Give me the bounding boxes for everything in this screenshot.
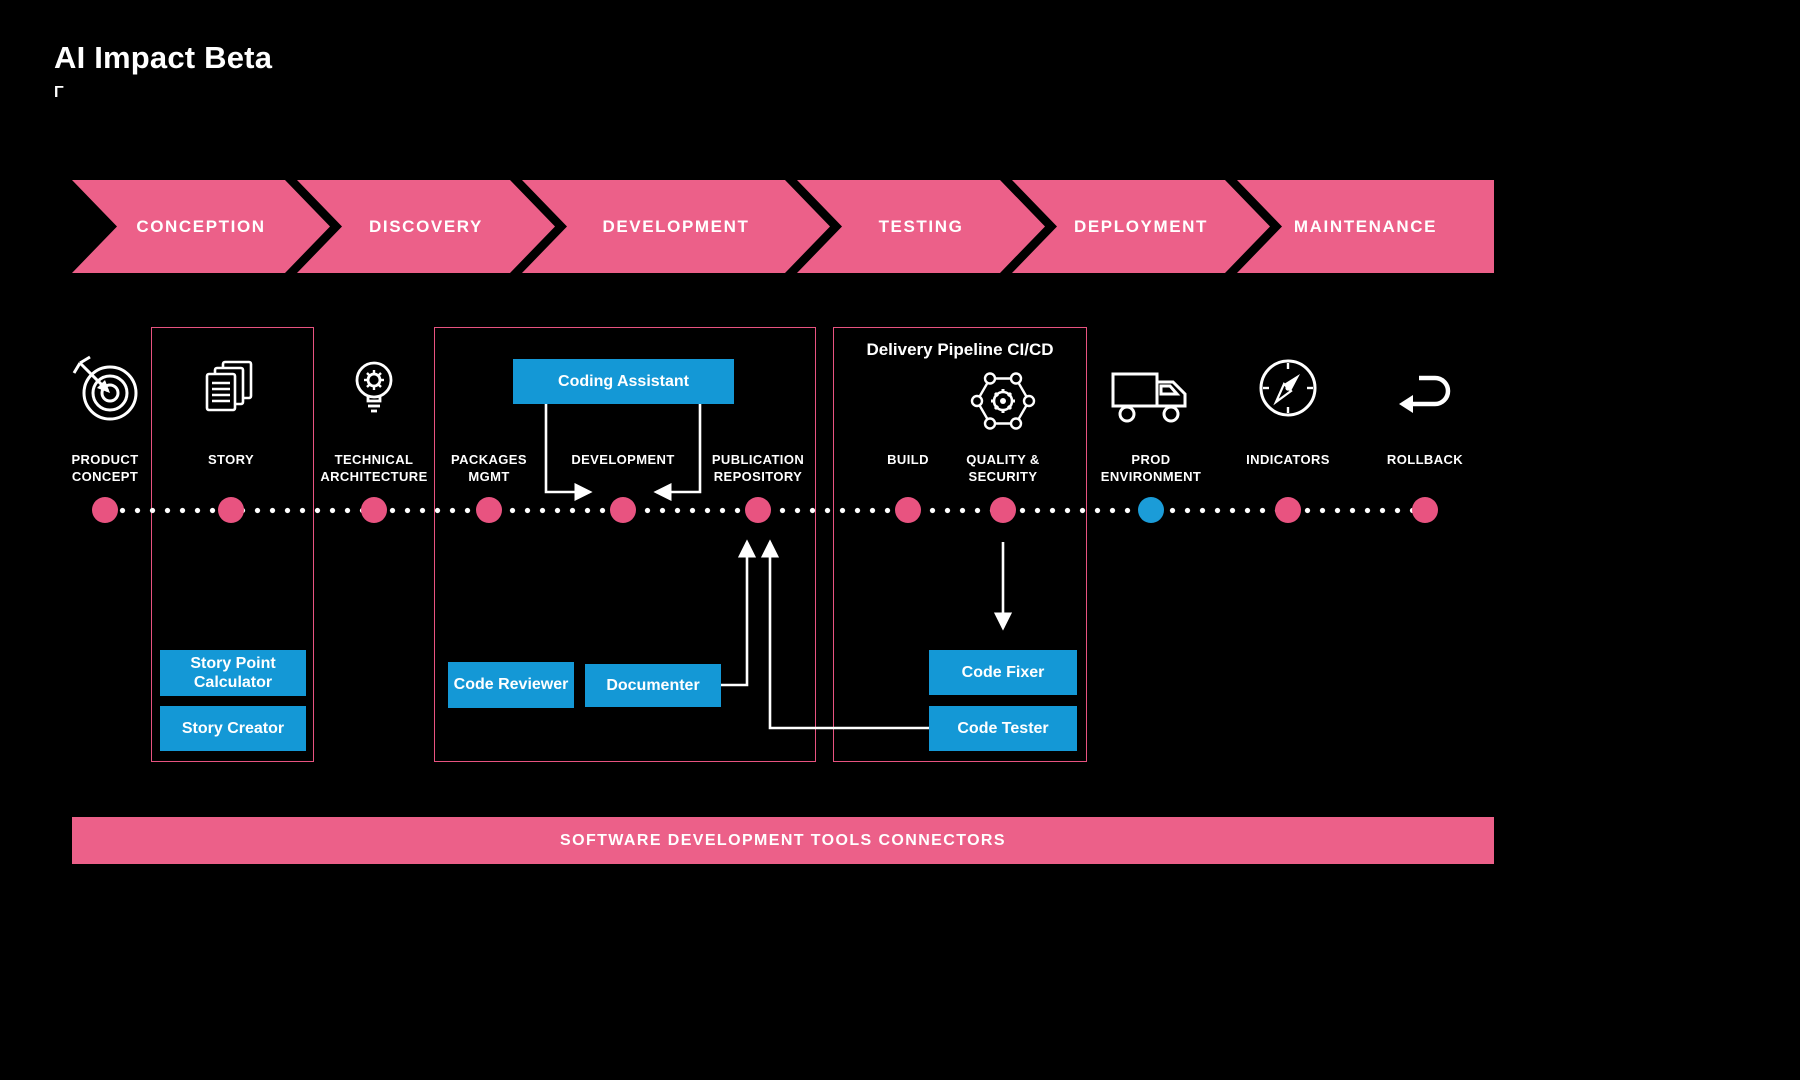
timeline-dot-publication-repository [745, 497, 771, 523]
timeline-dot-prod-environment [1138, 497, 1164, 523]
stage-label-story: STORY [207, 452, 255, 467]
phase-label: DISCOVERY [369, 216, 483, 236]
phase-conception: CONCEPTION [72, 180, 330, 273]
timeline-dot-story [218, 497, 244, 523]
cicd-pipeline-title: Delivery Pipeline CI/CD [866, 340, 1054, 359]
phase-development: DEVELOPMENT [522, 180, 830, 273]
stage-label-build: BUILD [887, 452, 929, 467]
phase-discovery: DISCOVERY [297, 180, 555, 273]
documents-icon [205, 360, 253, 412]
stage-label-packages-mgmt: PACKAGES MGMT [451, 452, 527, 484]
stage-label-development: DEVELOPMENT [571, 452, 675, 467]
tool-story-creator: Story Creator [160, 706, 306, 751]
cicd-pipeline-group-box: Delivery Pipeline CI/CD [833, 327, 1087, 762]
timeline-dot-build [895, 497, 921, 523]
target-icon [72, 355, 138, 421]
stage-label-indicators: INDICATORS [1246, 452, 1330, 467]
timeline-dot-quality-security [990, 497, 1016, 523]
title-glyph: Γ [54, 84, 64, 101]
timeline-dot-product-concept [92, 497, 118, 523]
stage-label-prod-environment: PROD ENVIRONMENT [1100, 452, 1202, 484]
rollback-icon [1399, 375, 1451, 413]
stage-label-rollback: ROLLBACK [1386, 452, 1464, 467]
tool-code-fixer: Code Fixer [929, 650, 1077, 695]
bulb-gear-icon [355, 361, 393, 413]
stage-label-publication-repository: PUBLICATION REPOSITORY [711, 452, 805, 484]
phase-label: DEPLOYMENT [1073, 216, 1209, 236]
hexagon-gear-icon [970, 372, 1036, 430]
timeline-dot-rollback [1412, 497, 1438, 523]
phase-testing: TESTING [797, 180, 1045, 273]
tool-code-reviewer: Code Reviewer [448, 662, 574, 708]
phase-label: CONCEPTION [136, 216, 266, 236]
phase-maintenance: MAINTENANCE [1237, 180, 1494, 273]
truck-icon [1111, 372, 1187, 423]
footer-banner: SOFTWARE DEVELOPMENT TOOLS CONNECTORS [72, 817, 1494, 864]
timeline-dot-development [610, 497, 636, 523]
stage-label-product-concept: PRODUCT CONCEPT [71, 452, 139, 484]
tool-code-tester: Code Tester [929, 706, 1077, 751]
story-group-box [151, 327, 314, 762]
stage-label-quality-security: QUALITY & SECURITY [966, 452, 1040, 484]
page-title: AI Impact Beta [54, 40, 273, 75]
footer-label: SOFTWARE DEVELOPMENT TOOLS CONNECTORS [560, 831, 1006, 849]
phase-label: TESTING [878, 216, 964, 236]
timeline-dot-packages-mgmt [476, 497, 502, 523]
tool-story-point-calculator: Story Point Calculator [160, 650, 306, 696]
timeline-dot-indicators [1275, 497, 1301, 523]
tool-documenter: Documenter [585, 664, 721, 707]
phase-label: MAINTENANCE [1293, 216, 1438, 236]
phase-label: DEVELOPMENT [602, 216, 750, 236]
compass-icon [1259, 359, 1317, 417]
phase-deployment: DEPLOYMENT [1012, 180, 1270, 273]
tool-coding-assistant: Coding Assistant [513, 359, 734, 404]
timeline-dot-technical-architecture [361, 497, 387, 523]
stage-label-technical-architecture: TECHNICAL ARCHITECTURE [320, 452, 428, 484]
